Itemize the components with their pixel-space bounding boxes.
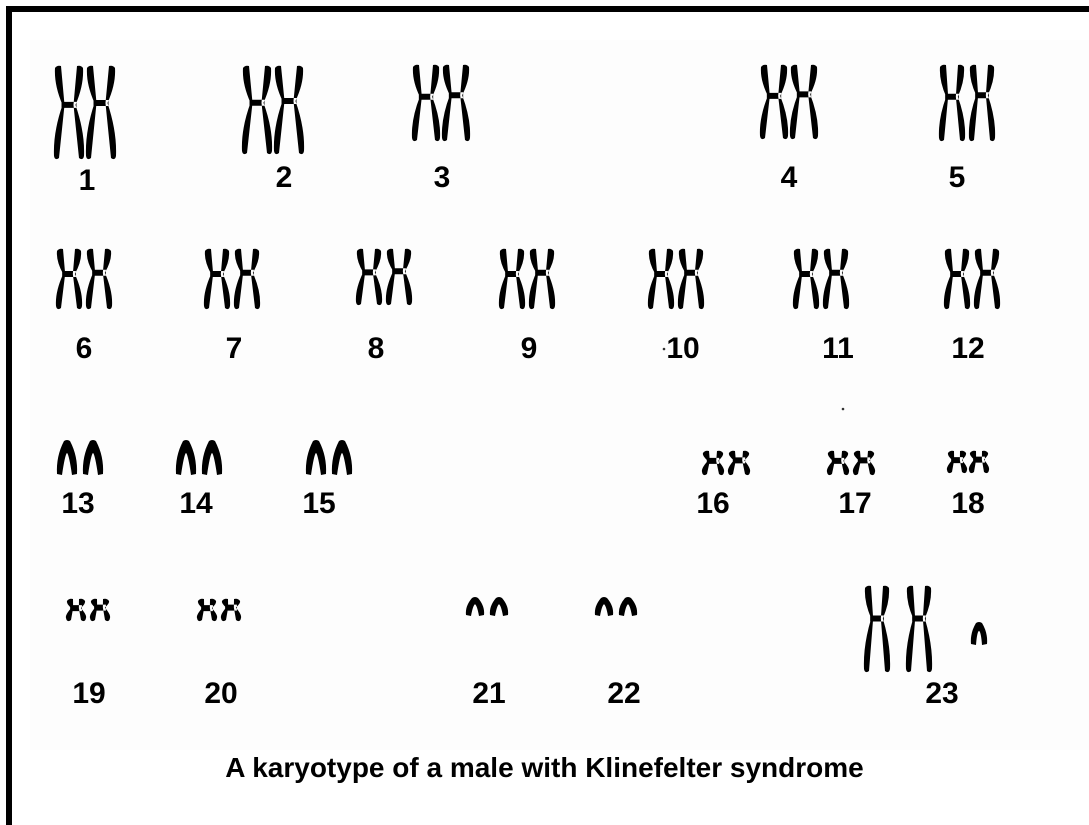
chromosome-21-a: [466, 597, 484, 616]
chromosome-22-b: [619, 597, 637, 616]
pair-label-3: 3: [434, 161, 451, 194]
chromosome-16-b: [728, 451, 750, 475]
chromosome-13-a: [57, 440, 77, 475]
pair-label-20: 20: [204, 677, 237, 710]
chromosome-4-a: [760, 65, 788, 139]
chromosome-1-b: [86, 66, 116, 159]
chromosome-12-a: [944, 249, 970, 309]
chromosome-9-b: [529, 249, 555, 309]
chromosome-2-a: [242, 66, 272, 154]
pair-label-18: 18: [951, 487, 984, 520]
pair-label-12: 12: [951, 332, 984, 365]
pair-label-1: 1: [79, 164, 96, 197]
chromosome-21-b: [490, 597, 508, 616]
chromosome-6-a: [56, 249, 82, 309]
pair-label-22: 22: [607, 677, 640, 710]
pair-label-16: 16: [696, 487, 729, 520]
chromosome-y: [971, 622, 987, 645]
pair-label-2: 2: [276, 161, 293, 194]
chromosome-9-a: [499, 249, 525, 309]
pair-label-19: 19: [72, 677, 105, 710]
chromosome-12-b: [974, 249, 1000, 309]
chromosome-8-a: [356, 249, 382, 305]
chromosome-2-b: [274, 66, 304, 154]
pair-label-8: 8: [368, 332, 385, 365]
chromosome-17-b: [853, 451, 875, 475]
figure-caption: A karyotype of a male with Klinefelter s…: [0, 752, 1089, 784]
chromosome-11-a: [793, 249, 819, 309]
pair-label-10: 10: [666, 332, 699, 365]
chromosome-20-b: [221, 599, 241, 621]
chromosome-14-a: [176, 440, 196, 475]
chromosome-13-b: [83, 440, 103, 475]
pair-label-23: 23: [925, 677, 958, 710]
pair-label-17: 17: [838, 487, 871, 520]
pair-label-21: 21: [472, 677, 505, 710]
pair-label-13: 13: [61, 487, 94, 520]
chromosome-6-b: [86, 249, 112, 309]
pair-label-7: 7: [226, 332, 243, 365]
chromosome-7-a: [204, 249, 230, 309]
chromosome-18-b: [969, 451, 989, 473]
pair-label-4: 4: [781, 161, 798, 194]
chromosome-14-b: [202, 440, 222, 475]
chromosome-7-b: [234, 249, 260, 309]
pair-label-9: 9: [521, 332, 538, 365]
chromosome-4-b: [790, 65, 818, 139]
chromosome-set: [54, 65, 1000, 672]
pair-label-6: 6: [76, 332, 93, 365]
chromosome-5-a: [939, 65, 965, 141]
chromosome-3-b: [442, 65, 470, 141]
pair-label-15: 15: [302, 487, 335, 520]
chromosome-19-a: [66, 599, 86, 621]
pair-label-11: 11: [822, 332, 854, 365]
chromosome-16-a: [702, 451, 724, 475]
chromosome-5-b: [969, 65, 995, 141]
pair-label-5: 5: [949, 161, 966, 194]
chromosome-17-a: [827, 451, 849, 475]
chromosome-11-b: [823, 249, 849, 309]
chromosome-3-a: [412, 65, 440, 141]
chromosome-8-b: [386, 249, 412, 305]
chromosome-22-a: [595, 597, 613, 616]
chromosome-15-a: [306, 440, 326, 475]
chromosome-x-a: [864, 586, 890, 672]
chromosome-1-a: [54, 66, 84, 159]
chromosome-10-a: [648, 249, 674, 309]
pair-label-14: 14: [179, 487, 213, 520]
chromosome-20-a: [197, 599, 217, 621]
chromosome-x-b: [906, 586, 932, 672]
chromosome-19-b: [90, 599, 110, 621]
chromosome-10-b: [678, 249, 704, 309]
chromosome-15-b: [332, 440, 352, 475]
chromosome-18-a: [947, 451, 967, 473]
